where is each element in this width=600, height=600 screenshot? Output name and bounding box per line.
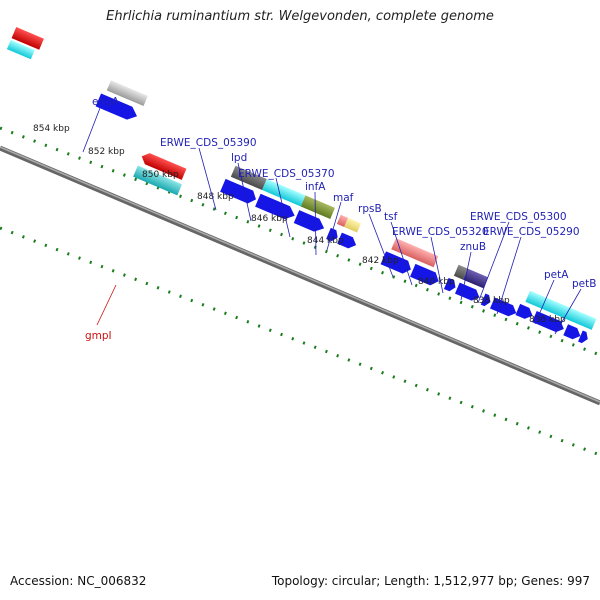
gene-label-erwe-05370: ERWE_CDS_05370 — [238, 168, 335, 180]
cds-arrow-tsf — [410, 263, 439, 286]
outer-tick-ring — [0, 126, 600, 357]
kbp-label: 850 kbp — [142, 170, 179, 180]
gene-labels: engA ERWE_CDS_05390 lpd ERWE_CDS_05370 i… — [92, 96, 596, 290]
cds-arrow-4 — [443, 277, 456, 292]
kbp-label: 838 kbp — [473, 296, 510, 306]
kbp-tick-labels: 854 kbp 852 kbp 850 kbp 848 kbp 846 kbp … — [33, 124, 566, 325]
feature-erwe-05370 — [300, 195, 335, 219]
rna-label-leader — [96, 284, 117, 326]
cds-arrow-5 — [454, 282, 480, 301]
cds-arrow-7 — [489, 297, 517, 317]
genome-backbone — [0, 145, 600, 406]
gene-label-erwe-05290: ERWE_CDS_05290 — [483, 226, 580, 238]
cds-arrow-11 — [578, 330, 588, 344]
feature-rpsB — [391, 238, 439, 268]
kbp-label: 836 kbp — [529, 315, 566, 325]
feature-cyan-left — [6, 39, 35, 60]
feature-engA — [106, 80, 148, 107]
cds-arrow-rpsB — [380, 251, 411, 274]
feature-lpd — [262, 179, 306, 207]
kbp-label: 840 kbp — [418, 277, 455, 287]
gene-label-tsf: tsf — [384, 211, 398, 223]
feature-red-left — [11, 27, 44, 50]
gene-label-engA: engA — [92, 96, 120, 108]
cds-arrow-2 — [255, 193, 295, 220]
gene-label-rpsB: rpsB — [358, 203, 382, 215]
feature-maf — [344, 217, 361, 233]
genome-backbone-highlight — [0, 146, 600, 403]
cds-arrow-10 — [563, 324, 581, 340]
kbp-label: 852 kbp — [88, 147, 125, 157]
cds-arrow-9 — [532, 310, 564, 333]
kbp-label: 846 kbp — [251, 214, 288, 224]
kbp-label: 854 kbp — [33, 124, 70, 134]
kbp-label: 844 kbp — [307, 236, 344, 246]
cds-arrow-engA — [95, 93, 138, 120]
kbp-label: 848 kbp — [197, 192, 234, 202]
gene-label-leaders — [82, 107, 582, 335]
gene-label-infA: infA — [305, 181, 326, 193]
feature-infA — [336, 214, 349, 228]
feature-znuB — [463, 268, 489, 289]
cds-arrow-8 — [515, 303, 533, 319]
feature-gmpI-teal — [133, 165, 183, 196]
cds-arrow-maf — [337, 232, 357, 249]
cds-arrow-3 — [293, 210, 325, 232]
feature-erwe-05320 — [453, 264, 468, 280]
gene-label-petB: petB — [572, 278, 596, 290]
accession-text: Accession: NC_006832 — [10, 574, 147, 588]
gene-label-znuB: znuB — [460, 241, 486, 253]
genome-summary-text: Topology: circular; Length: 1,512,977 bp… — [271, 574, 590, 588]
gene-label-lpd: lpd — [231, 152, 247, 164]
genome-title: Ehrlichia ruminantium str. Welgevonden, … — [106, 9, 494, 24]
gene-label-erwe-05300: ERWE_CDS_05300 — [470, 211, 567, 223]
gene-label-maf: maf — [333, 192, 354, 204]
kbp-label: 842 kbp — [362, 256, 399, 266]
rna-gmpI — [141, 153, 187, 180]
gene-label-petA: petA — [544, 269, 569, 281]
cds-arrow-1 — [220, 178, 256, 204]
cds-arrow-6 — [480, 293, 491, 307]
feature-petA — [525, 290, 597, 330]
gene-label-erwe-05390: ERWE_CDS_05390 — [160, 137, 257, 149]
gene-label-erwe-05320: ERWE_CDS_05320 — [392, 226, 489, 238]
rna-label-gmpI: gmpI — [85, 330, 112, 342]
